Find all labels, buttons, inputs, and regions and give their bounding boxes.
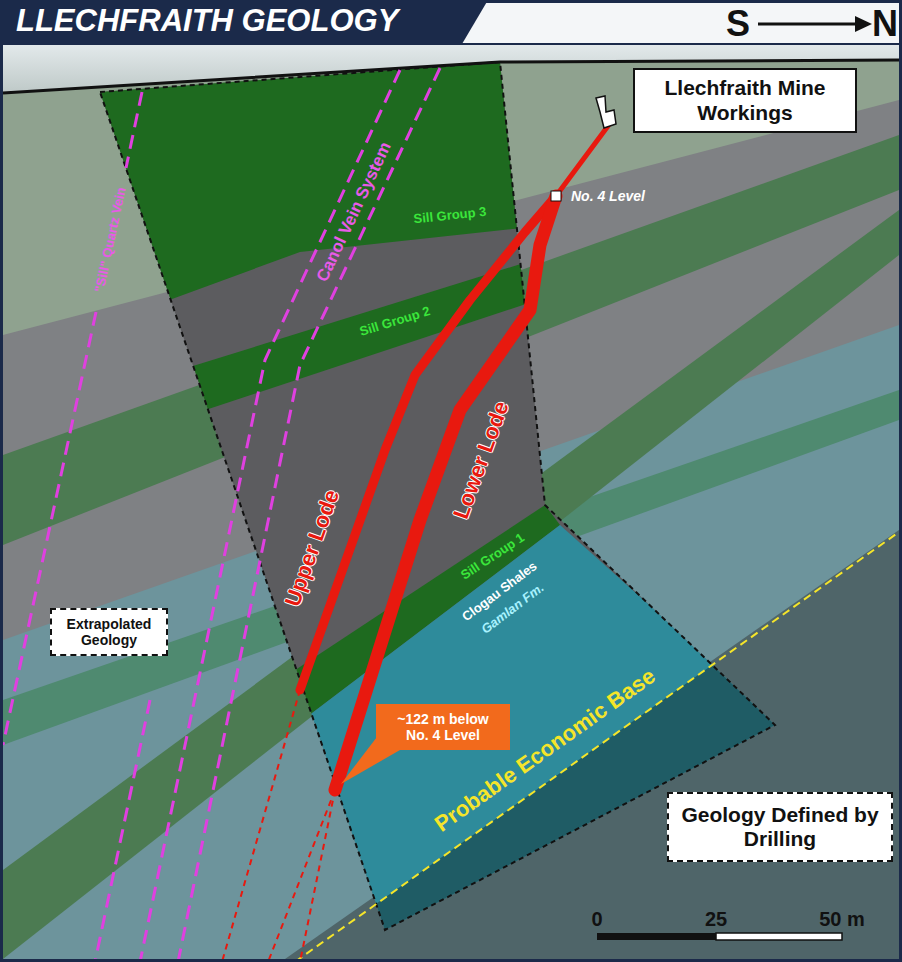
boundary-label: Probable Economic Base <box>430 663 660 837</box>
scale-bar <box>597 933 842 940</box>
quartz-veins <box>178 68 440 962</box>
title-bar <box>0 0 488 44</box>
vein-label: Canol Vein System <box>313 139 395 285</box>
scale-number: 0 <box>591 908 602 931</box>
direction-letter: S <box>726 3 750 44</box>
lode-label: Upper Lode <box>280 486 345 610</box>
lodes <box>300 196 556 690</box>
lode-extensions <box>222 690 300 962</box>
level-label: No. 4 Level <box>571 188 645 204</box>
box-text: ~122 m below No. 4 Level <box>387 711 499 743</box>
north-arrow <box>855 16 872 32</box>
title-bar <box>0 0 902 44</box>
level-marker <box>551 191 561 201</box>
quartz-veins <box>95 700 150 962</box>
economic-base <box>285 532 899 962</box>
extrapolated-box: Extrapolated Geology <box>50 608 168 656</box>
lodes <box>335 196 556 790</box>
lode-extensions <box>268 790 335 962</box>
mine-icon <box>596 96 616 128</box>
scale-number: 50 m <box>819 908 865 931</box>
sill-label: Sill Group 2 <box>358 304 432 340</box>
lode-extensions <box>222 690 335 962</box>
quartz-veins <box>126 92 142 168</box>
title: LLECHFRAITH GEOLOGY <box>16 3 398 39</box>
economic-base <box>285 532 899 962</box>
scale-number: 25 <box>705 908 727 931</box>
drilled-block <box>100 262 532 445</box>
mine-workings-box: Llechfraith Mine Workings <box>633 68 857 133</box>
vein-label: "Sill" Quartz Vein <box>93 186 130 294</box>
lode-extensions <box>300 790 335 962</box>
box-text: Llechfraith Mine Workings <box>643 76 847 124</box>
north-arrow <box>758 23 857 26</box>
direction-letter: N <box>872 3 898 44</box>
lodes <box>300 126 608 790</box>
drilled-block <box>90 55 522 318</box>
scale-bar <box>716 933 842 940</box>
title-bar <box>0 0 902 44</box>
lodes <box>556 126 608 196</box>
depth-callout: ~122 m below No. 4 Level <box>376 704 510 750</box>
quartz-veins <box>3 312 96 745</box>
quartz-veins <box>3 68 440 962</box>
box-text: Extrapolated Geology <box>57 616 161 648</box>
level-marker <box>551 191 561 201</box>
sill-label: Sill Group 3 <box>413 205 487 227</box>
box-text: Geology Defined by Drilling <box>677 803 883 851</box>
mine-icon <box>596 96 616 128</box>
title-bar <box>0 43 902 45</box>
north-arrow <box>758 16 872 32</box>
scale-bar <box>597 933 716 940</box>
drilling-box: Geology Defined by Drilling <box>667 792 893 862</box>
lode-label: Lower Lode <box>448 398 514 523</box>
